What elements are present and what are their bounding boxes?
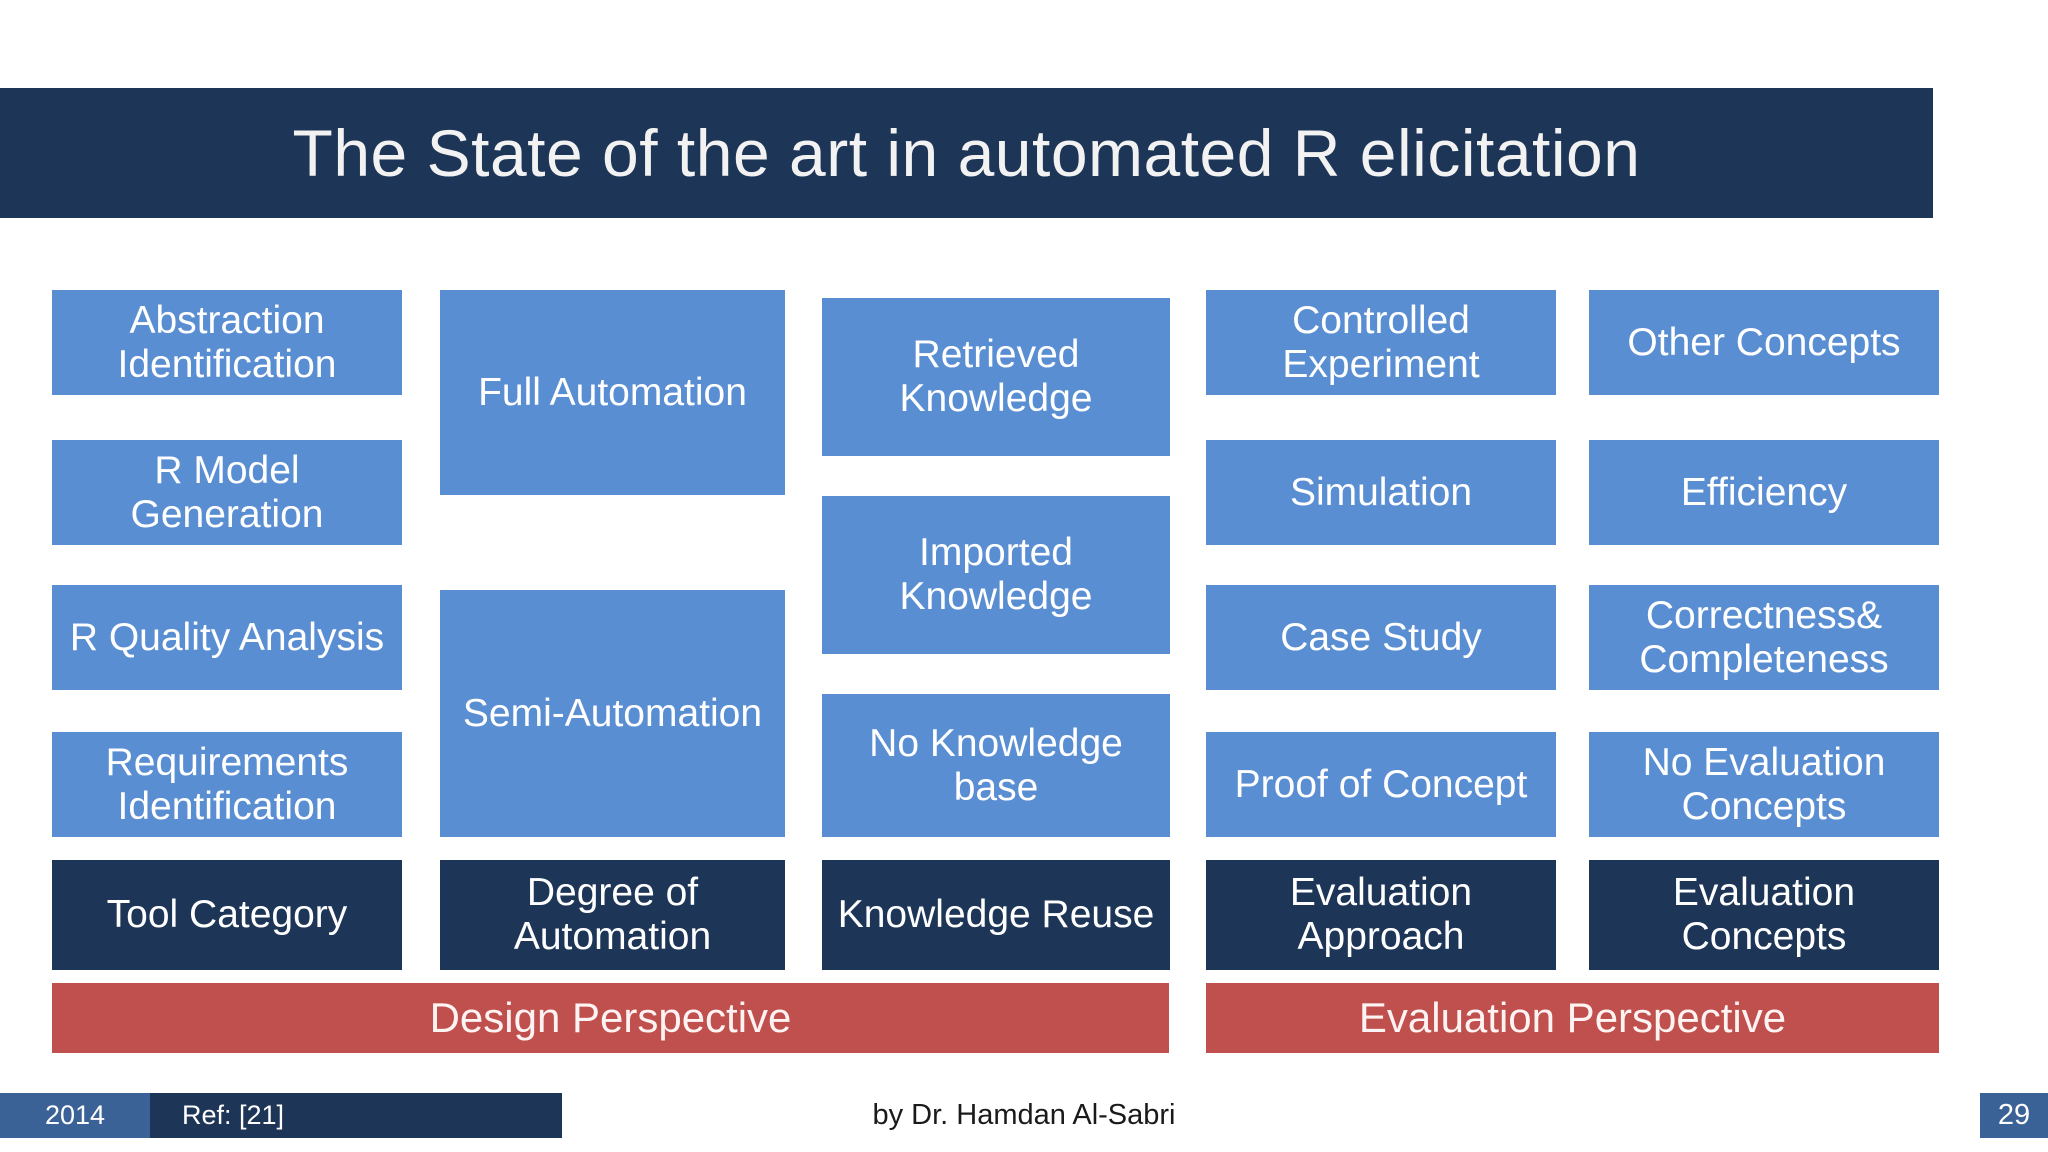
matrix-cell-full-automation[interactable]: Full Automation: [440, 290, 785, 495]
matrix-header-evaluation-concepts[interactable]: Evaluation Concepts: [1589, 860, 1939, 970]
matrix-cell-correctness-completeness[interactable]: Correctness& Completeness: [1589, 585, 1939, 690]
matrix-cell-case-study[interactable]: Case Study: [1206, 585, 1556, 690]
matrix-cell-imported-knowledge[interactable]: Imported Knowledge: [822, 496, 1170, 654]
footer-page-number: 29: [1980, 1093, 2048, 1138]
matrix-cell-no-knowledge-base[interactable]: No Knowledge base: [822, 694, 1170, 837]
matrix-cell-r-quality-analysis[interactable]: R Quality Analysis: [52, 585, 402, 690]
footer-year: 2014: [0, 1093, 150, 1138]
matrix-header-knowledge-reuse[interactable]: Knowledge Reuse: [822, 860, 1170, 970]
matrix-cell-controlled-experiment[interactable]: Controlled Experiment: [1206, 290, 1556, 395]
matrix-header-evaluation-approach[interactable]: Evaluation Approach: [1206, 860, 1556, 970]
matrix-header-degree-of-automation[interactable]: Degree of Automation: [440, 860, 785, 970]
matrix-column-degree-of-automation: Full Automation Semi-Automation Degree o…: [440, 290, 785, 990]
footer-reference: Ref: [21]: [150, 1093, 562, 1138]
design-perspective-bar[interactable]: Design Perspective: [52, 983, 1169, 1053]
matrix-cell-r-model-generation[interactable]: R Model Generation: [52, 440, 402, 545]
matrix-column-tool-category: Abstraction Identification R Model Gener…: [52, 290, 402, 990]
slide-title: The State of the art in automated R elic…: [292, 116, 1641, 190]
matrix-cell-proof-of-concept[interactable]: Proof of Concept: [1206, 732, 1556, 837]
matrix-header-tool-category[interactable]: Tool Category: [52, 860, 402, 970]
matrix-cell-requirements-identification[interactable]: Requirements Identification: [52, 732, 402, 837]
slide-title-bar: The State of the art in automated R elic…: [0, 88, 1933, 218]
matrix-column-knowledge-reuse: Retrieved Knowledge Imported Knowledge N…: [822, 290, 1170, 990]
matrix-column-evaluation-approach: Controlled Experiment Simulation Case St…: [1206, 290, 1556, 990]
evaluation-perspective-bar[interactable]: Evaluation Perspective: [1206, 983, 1939, 1053]
matrix-cell-efficiency[interactable]: Efficiency: [1589, 440, 1939, 545]
matrix-cell-semi-automation[interactable]: Semi-Automation: [440, 590, 785, 837]
matrix-cell-no-evaluation-concepts[interactable]: No Evaluation Concepts: [1589, 732, 1939, 837]
matrix-cell-other-concepts[interactable]: Other Concepts: [1589, 290, 1939, 395]
matrix-cell-retrieved-knowledge[interactable]: Retrieved Knowledge: [822, 298, 1170, 456]
category-matrix: Abstraction Identification R Model Gener…: [0, 290, 2048, 1030]
slide-footer: 2014 Ref: [21] by Dr. Hamdan Al-Sabri 29: [0, 1093, 2048, 1138]
matrix-cell-abstraction-identification[interactable]: Abstraction Identification: [52, 290, 402, 395]
matrix-cell-simulation[interactable]: Simulation: [1206, 440, 1556, 545]
matrix-column-evaluation-concepts: Other Concepts Efficiency Correctness& C…: [1589, 290, 1939, 990]
